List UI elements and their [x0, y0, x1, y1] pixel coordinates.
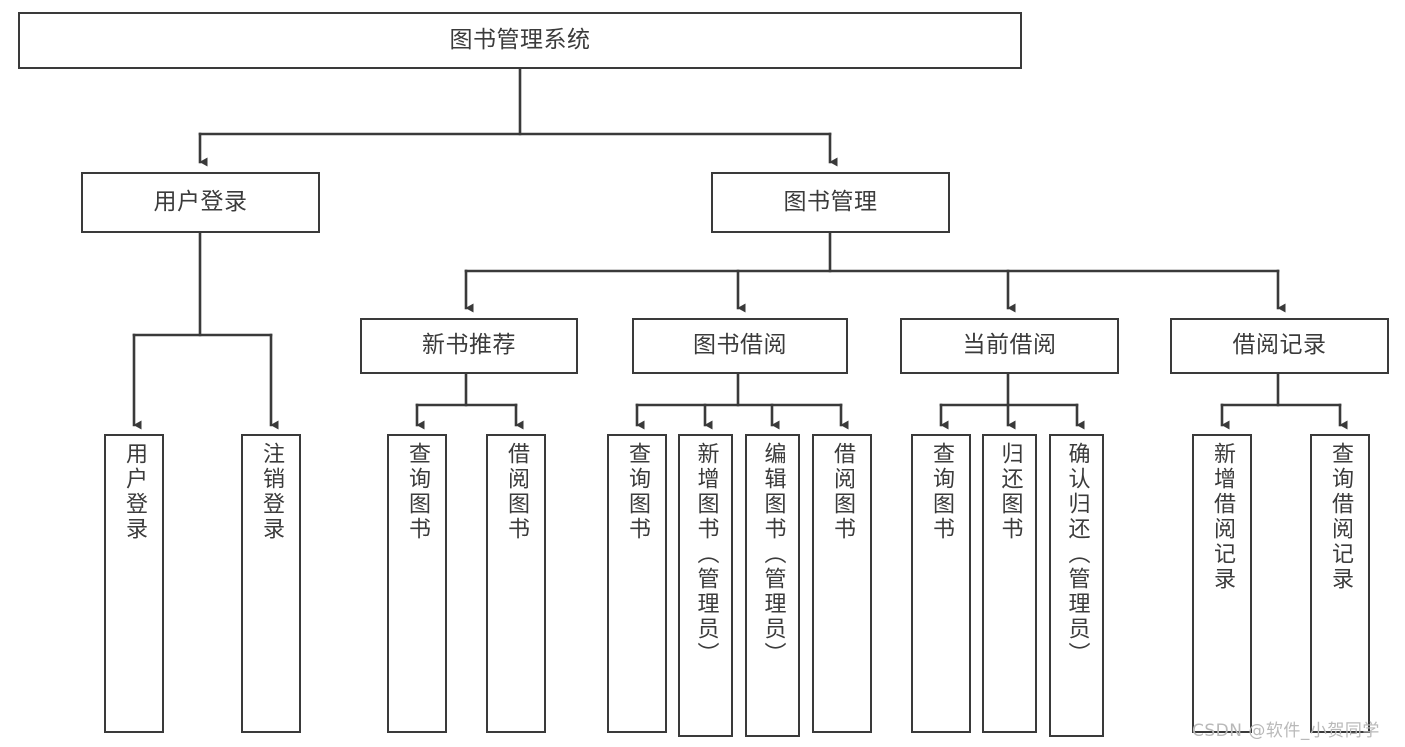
node-label: 图书管理	[783, 188, 878, 215]
node-leaf-user-login[interactable]: 用户登录	[104, 434, 164, 733]
node-borrow-record[interactable]: 借阅记录	[1170, 318, 1389, 374]
node-root-book-management-system[interactable]: 图书管理系统	[18, 12, 1022, 69]
node-leaf-confirm-return-admin[interactable]: 确认归还（管理员）	[1049, 434, 1104, 737]
node-leaf-edit-book-admin[interactable]: 编辑图书（管理员）	[745, 434, 800, 737]
node-label: 编辑图书（管理员）	[760, 442, 786, 667]
node-label: 新增图书（管理员）	[693, 442, 719, 667]
csdn-watermark: CSDN @软件_小贺同学	[1192, 721, 1380, 741]
node-leaf-query-book-recommend[interactable]: 查询图书	[387, 434, 447, 733]
node-label: 查询图书	[625, 442, 650, 542]
node-label: 查询借阅记录	[1328, 442, 1353, 592]
node-leaf-query-borrow-record[interactable]: 查询借阅记录	[1310, 434, 1370, 733]
node-book-borrow[interactable]: 图书借阅	[632, 318, 848, 374]
node-label: 查询图书	[405, 442, 430, 542]
node-label: 图书管理系统	[449, 26, 591, 53]
node-label: 注销登录	[259, 442, 284, 542]
node-user-login[interactable]: 用户登录	[81, 172, 320, 233]
node-leaf-borrow-book[interactable]: 借阅图书	[812, 434, 872, 733]
node-label: 当前借阅	[962, 332, 1057, 359]
node-leaf-logout-login[interactable]: 注销登录	[241, 434, 301, 733]
node-current-borrow[interactable]: 当前借阅	[900, 318, 1119, 374]
node-book-management[interactable]: 图书管理	[711, 172, 950, 233]
node-label: 新增借阅记录	[1210, 442, 1235, 592]
node-leaf-borrow-book-recommend[interactable]: 借阅图书	[486, 434, 546, 733]
node-label: 用户登录	[153, 188, 248, 215]
node-label: 图书借阅	[693, 332, 787, 359]
node-label: 用户登录	[122, 442, 147, 542]
node-label: 归还图书	[997, 442, 1023, 542]
node-leaf-add-book-admin[interactable]: 新增图书（管理员）	[678, 434, 733, 737]
node-label: 确认归还（管理员）	[1064, 442, 1090, 667]
node-leaf-query-book-current[interactable]: 查询图书	[911, 434, 971, 733]
node-leaf-add-borrow-record[interactable]: 新增借阅记录	[1192, 434, 1252, 733]
node-new-book-recommend[interactable]: 新书推荐	[360, 318, 578, 374]
node-label: 查询图书	[929, 442, 954, 542]
node-leaf-query-book-borrow[interactable]: 查询图书	[607, 434, 667, 733]
node-leaf-return-book[interactable]: 归还图书	[982, 434, 1037, 733]
node-label: 借阅记录	[1232, 332, 1327, 359]
node-label: 新书推荐	[422, 332, 516, 359]
node-label: 借阅图书	[504, 442, 529, 542]
node-label: 借阅图书	[830, 442, 855, 542]
